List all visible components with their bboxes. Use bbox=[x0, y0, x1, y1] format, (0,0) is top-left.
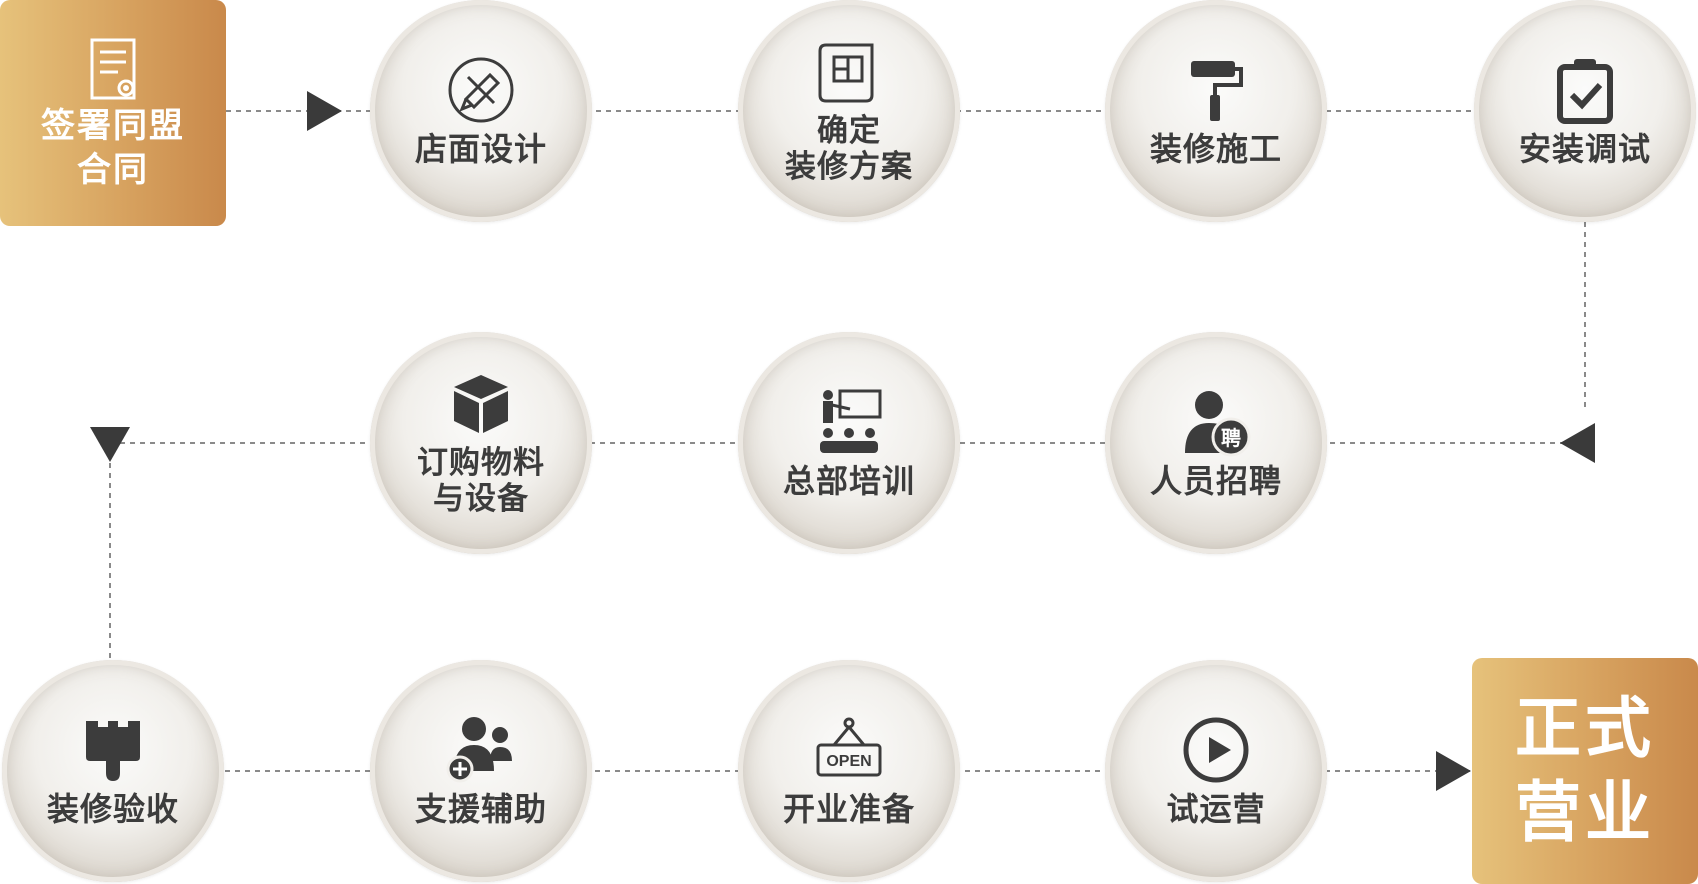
step-label: 总部培训 bbox=[782, 462, 915, 500]
step-label: 安装调试 bbox=[1518, 130, 1651, 168]
open-sign-icon: OPEN bbox=[816, 717, 882, 777]
end-box-official-opening: 正式 营业 bbox=[1472, 658, 1698, 884]
step-decoration-plan: 确定 装修方案 bbox=[738, 0, 960, 222]
step-label: 试运营 bbox=[1166, 790, 1266, 828]
step-order-materials: 订购物料 与设备 bbox=[370, 332, 592, 554]
arrow-down-left bbox=[90, 427, 130, 462]
step-support-assistance: 支援辅助 bbox=[370, 660, 592, 882]
step-label: 订购物料 与设备 bbox=[417, 445, 545, 517]
contract-document-icon bbox=[90, 38, 136, 100]
clipboard-check-icon bbox=[1557, 59, 1613, 124]
open-sign-text: OPEN bbox=[826, 753, 871, 770]
step-install-debug: 安装调试 bbox=[1474, 0, 1696, 222]
paint-roller-icon bbox=[1191, 61, 1243, 121]
arrow-right-row1 bbox=[307, 91, 342, 131]
blueprint-scroll-icon bbox=[818, 43, 874, 103]
recruit-badge-text: 聘 bbox=[1221, 426, 1241, 450]
support-team-icon bbox=[446, 717, 512, 783]
pencil-ruler-icon bbox=[448, 57, 514, 123]
start-label: 签署同盟 合同 bbox=[41, 106, 185, 190]
step-label: 确定 装修方案 bbox=[785, 113, 913, 185]
arrow-left-row2 bbox=[1560, 423, 1595, 463]
step-recruitment: 聘 人员招聘 bbox=[1105, 332, 1327, 554]
play-button-icon bbox=[1183, 717, 1249, 783]
step-label: 装修验收 bbox=[46, 790, 179, 828]
box-icon bbox=[454, 375, 508, 433]
recruit-person-icon: 聘 bbox=[1185, 391, 1251, 457]
step-decoration-construction: 装修施工 bbox=[1105, 0, 1327, 222]
end-label: 正式 营业 bbox=[1515, 690, 1655, 851]
training-presentation-icon bbox=[820, 389, 882, 453]
step-opening-preparation: OPEN 开业准备 bbox=[738, 660, 960, 882]
step-label: 开业准备 bbox=[782, 790, 915, 828]
step-label: 人员招聘 bbox=[1149, 462, 1282, 500]
step-trial-operation: 试运营 bbox=[1105, 660, 1327, 882]
step-label: 支援辅助 bbox=[414, 790, 547, 828]
start-box-sign-contract: 签署同盟 合同 bbox=[0, 0, 226, 226]
step-store-design: 店面设计 bbox=[370, 0, 592, 222]
paint-brush-icon bbox=[86, 721, 140, 781]
step-label: 装修施工 bbox=[1149, 130, 1282, 168]
step-hq-training: 总部培训 bbox=[738, 332, 960, 554]
step-label: 店面设计 bbox=[414, 130, 547, 168]
arrow-right-row3 bbox=[1436, 751, 1471, 791]
step-decoration-acceptance: 装修验收 bbox=[2, 660, 224, 882]
